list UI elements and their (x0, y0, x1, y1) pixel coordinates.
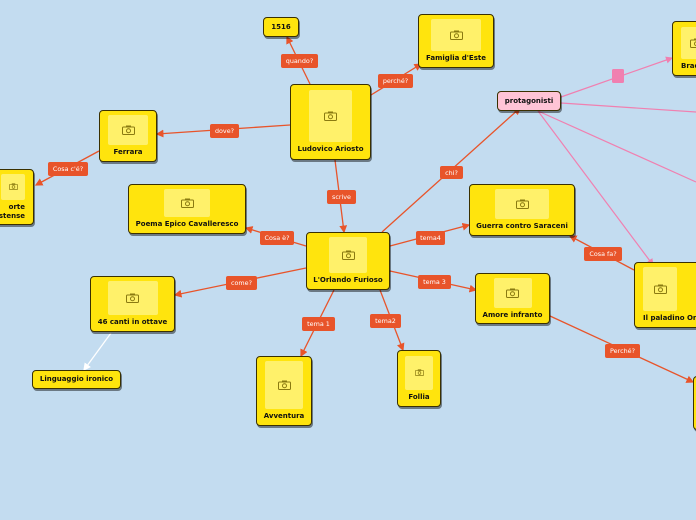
node-brad-label: Brad (681, 62, 696, 70)
camera-icon (278, 380, 291, 390)
label-tema2[interactable]: tema2 (370, 314, 401, 328)
node-poema-epico[interactable]: Poema Epico Cavalleresco (128, 184, 246, 234)
camera-icon (506, 288, 519, 298)
node-corte-estense-label-2: stense (0, 212, 25, 220)
node-follia-label: Follia (408, 393, 429, 401)
node-protagonisti[interactable]: protagonisti (497, 91, 561, 111)
node-famiglia-este[interactable]: Famiglia d'Este (418, 14, 494, 68)
node-ferrara[interactable]: Ferrara (99, 110, 157, 162)
node-linguaggio-ironico-label: Linguaggio ironico (40, 375, 113, 383)
node-poema-epico-image (164, 189, 210, 217)
label-perche-2[interactable]: Perché? (605, 344, 640, 358)
node-ferrara-label: Ferrara (113, 148, 142, 156)
label-cosa-ce[interactable]: Cosa c'é? (48, 162, 88, 176)
camera-icon (324, 111, 337, 121)
camera-icon (450, 30, 463, 40)
node-famiglia-este-image (431, 19, 481, 51)
label-perche[interactable]: perché? (378, 74, 413, 88)
camera-icon (126, 293, 139, 303)
camera-icon (415, 369, 424, 376)
label-scrive[interactable]: scrive (327, 190, 356, 204)
edge-canti-linguaggio (84, 333, 111, 370)
node-brad-image (681, 27, 696, 59)
label-cosa-fa[interactable]: Cosa fa? (584, 247, 622, 261)
camera-icon (516, 199, 529, 209)
node-46-canti-image (108, 281, 158, 315)
label-tema-3[interactable]: tema 3 (418, 275, 451, 289)
label-quando[interactable]: quando? (281, 54, 318, 68)
node-ludovico-ariosto[interactable]: Ludovico Ariosto (290, 84, 371, 160)
node-paladino-orlando-image (643, 267, 677, 311)
camera-icon (122, 125, 135, 135)
node-ludovico-ariosto-label: Ludovico Ariosto (297, 145, 363, 153)
camera-icon (9, 183, 18, 190)
node-avventura-image (265, 361, 303, 409)
node-follia-image (405, 356, 433, 390)
node-amore-infranto-label: Amore infranto (483, 311, 543, 319)
node-paladino-orlando-label: Il paladino Or (643, 314, 696, 322)
label-tema-1[interactable]: tema 1 (302, 317, 335, 331)
pink-handle (612, 69, 624, 83)
label-come[interactable]: come? (226, 276, 257, 290)
node-poema-epico-label: Poema Epico Cavalleresco (136, 220, 239, 228)
node-guerra-saraceni-image (495, 189, 549, 219)
camera-icon (654, 284, 667, 294)
node-ferrara-image (108, 115, 148, 145)
node-avventura-label: Avventura (264, 412, 305, 420)
node-guerra-saraceni-label: Guerra contro Saraceni (476, 222, 568, 230)
node-orlando-furioso[interactable]: L'Orlando Furioso (306, 232, 390, 290)
node-corte-estense-label-1: orte (9, 203, 25, 211)
node-famiglia-este-label: Famiglia d'Este (426, 54, 486, 62)
edge-protagonisti-right2 (538, 111, 696, 182)
camera-icon (181, 198, 194, 208)
node-ludovico-ariosto-image (309, 90, 352, 142)
node-brad[interactable]: Brad (672, 21, 696, 76)
label-cosa-e[interactable]: Cosa è? (260, 231, 294, 245)
node-amore-infranto-image (494, 278, 532, 308)
node-paladino-orlando[interactable]: Il paladino Or (634, 262, 696, 328)
camera-icon (690, 38, 696, 48)
edge-protagonisti-right (561, 103, 696, 112)
node-amore-infranto[interactable]: Amore infranto (475, 273, 550, 324)
node-1516-label: 1516 (271, 23, 290, 31)
node-guerra-saraceni[interactable]: Guerra contro Saraceni (469, 184, 575, 236)
label-dove[interactable]: dove? (210, 124, 239, 138)
camera-icon (342, 250, 355, 260)
node-linguaggio-ironico[interactable]: Linguaggio ironico (32, 370, 121, 389)
node-follia[interactable]: Follia (397, 350, 441, 407)
node-corte-estense-image (1, 174, 25, 200)
node-1516[interactable]: 1516 (263, 17, 299, 37)
node-corte-estense[interactable]: orte stense (0, 169, 34, 225)
node-orlando-furioso-image (329, 237, 367, 273)
node-orlando-furioso-label: L'Orlando Furioso (313, 276, 382, 284)
node-46-canti-label: 46 canti in ottave (98, 318, 168, 326)
node-46-canti[interactable]: 46 canti in ottave (90, 276, 175, 332)
label-chi[interactable]: chi? (440, 166, 463, 179)
label-tema4[interactable]: tema4 (416, 231, 445, 245)
node-avventura[interactable]: Avventura (256, 356, 312, 426)
node-protagonisti-label: protagonisti (505, 97, 553, 105)
